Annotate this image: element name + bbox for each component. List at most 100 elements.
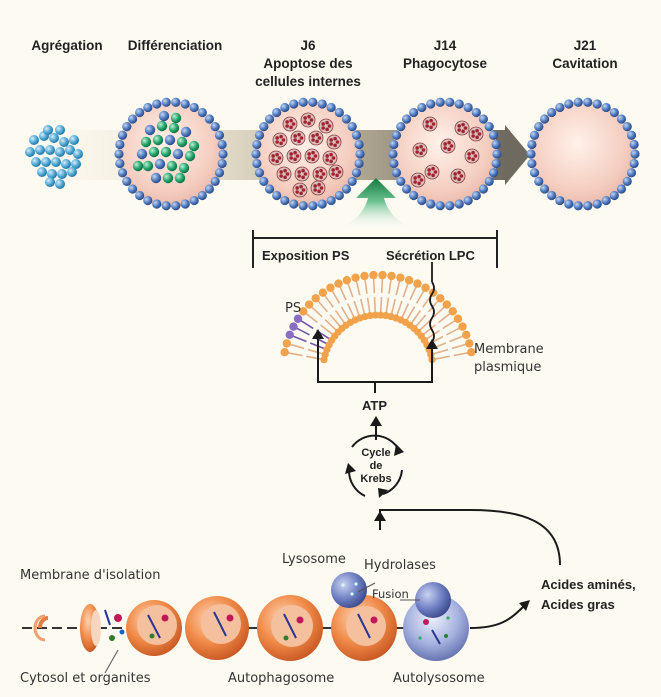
trophectoderm-cell [214,130,225,140]
phospholipid-head [396,273,405,282]
trophectoderm-cell [135,107,145,118]
phospholipid-head [442,300,452,309]
trophectoderm-cell [298,97,308,107]
autolysosome-output-arrow [469,604,526,629]
products-to-krebs-arrow [379,509,561,566]
trophectoderm-cell [334,190,344,201]
inner-cell [156,120,168,132]
phospholipid-head [360,271,369,281]
trophectoderm-cell [555,102,565,113]
trophectoderm-cell [630,149,640,159]
phospholipid-head [326,283,335,292]
trophectoderm-cell [526,149,536,159]
aggregated-cell [31,157,41,167]
trophectoderm-cell [592,99,602,109]
autophagosome-label: Autophagosome [228,671,335,686]
inner-cell [174,172,186,184]
aggregated-cell [45,145,55,155]
trophectoderm-cell [347,176,357,186]
ps-label: PS [285,301,302,316]
hydrolases-label: Hydrolases [364,558,436,573]
trophectoderm-cell [347,122,357,132]
aggregation-cell-cluster [25,125,83,189]
phospholipid-head [282,339,292,348]
trophectoderm-cell [189,102,199,113]
aggregated-cell [71,159,81,169]
membrane-label-2: plasmique [474,360,542,375]
trophectoderm-cell [115,139,125,150]
trophectoderm-cell [583,201,593,211]
trophectoderm-cell [341,114,352,124]
trophectoderm-cell [396,122,406,132]
signal-bracket [252,230,498,268]
inner-cell [168,122,180,134]
trophectoderm-cell [114,149,124,159]
atp-label: ATP [362,398,388,413]
trophectoderm-cell [218,149,228,159]
inner-cell [188,140,200,152]
trophectoderm-cell [354,139,364,150]
inner-cell [142,160,154,172]
label-pointers [104,582,420,674]
trophectoderm-cell [354,158,364,169]
autophagosome-1 [185,596,249,660]
inner-cell [172,148,184,160]
aggregated-cell [61,159,71,169]
trophectoderm-cell [391,130,402,140]
trophectoderm-cell [539,114,550,124]
atp-arrows [317,335,433,393]
trophectoderm-cell [417,102,427,113]
trophectoderm-cell [135,190,145,201]
phospholipid-head [289,322,298,331]
trophectoderm-cell [355,149,365,159]
stage-j6-label-1: Apoptose des [263,56,353,71]
trophectoderm-cell [401,184,412,194]
trophectoderm-cell [115,158,125,169]
fusing-lysosome [415,582,451,618]
trophectoderm-cell [280,195,290,206]
trophectoderm-cell [152,99,162,109]
trophectoderm-cell [573,97,583,107]
lpc-secretion-path [429,281,435,343]
aggregated-cell [59,137,69,147]
trophectoderm-cell [326,195,336,206]
trophectoderm-cell [564,99,574,109]
trophectoderm-cell [626,168,637,178]
trophectoderm-cell [127,184,138,194]
trophectoderm-cell [197,107,207,118]
trophectoderm-cell [326,102,336,113]
phospholipid-head [334,279,343,288]
inner-cell [154,158,166,170]
trophectoderm-cell [259,176,269,186]
trophectoderm-cell [417,195,427,206]
trophectoderm-cell [616,114,627,124]
trophectoderm-cell [204,184,215,194]
trophectoderm-cell [426,99,436,109]
trophectoderm-cell [204,114,215,124]
trophectoderm-cell [259,122,269,132]
trophectoderm-cell [127,114,138,124]
autolysosome-label: Autolysosome [393,671,485,686]
inner-cell [160,146,172,158]
phospholipid-head [351,273,360,282]
trophectoderm-cell [454,99,464,109]
plasma-membrane [280,262,476,364]
trophectoderm-cell [254,168,265,178]
trophectoderm-cell [180,199,190,209]
trophectoderm-cell [445,201,455,211]
trophectoderm-cell [539,184,550,194]
trophectoderm-cell [189,195,199,206]
trophectoderm-cell [488,168,499,178]
j14-embryo [388,97,502,211]
aggregated-cell [73,149,83,159]
trophectoderm-cell [454,199,464,209]
trophectoderm-cell [217,158,227,169]
aggregated-cell [69,135,79,145]
inner-cell [150,172,162,184]
trophectoderm-cell [252,158,262,169]
inner-cell [166,160,178,172]
j21-blastocyst [526,97,640,211]
trophectoderm-cell [117,130,128,140]
aggregated-cell [47,169,57,179]
membrane-label-1: Membrane [474,342,544,357]
